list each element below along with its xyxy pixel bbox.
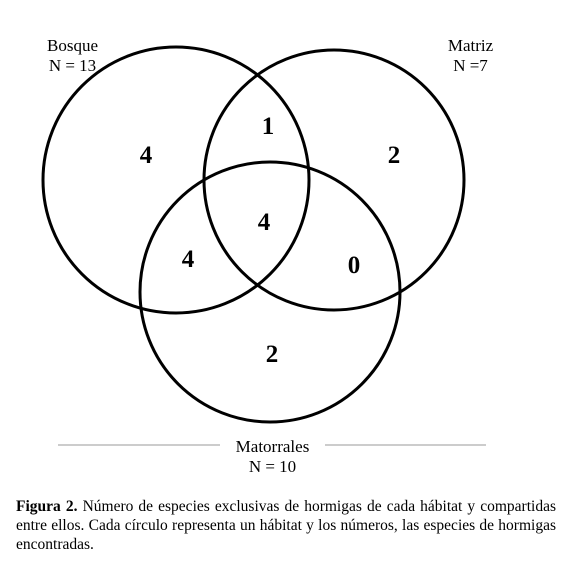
set-n-matorrales: N = 10: [248, 457, 297, 476]
set-n-matriz: N =7: [453, 56, 488, 75]
count-all-three: 4: [258, 209, 271, 236]
label-bosque: Bosque N = 13: [30, 36, 115, 76]
caption-prefix: Figura 2.: [16, 498, 78, 515]
set-n-bosque: N = 13: [48, 56, 97, 75]
count-matorrales-only: 2: [266, 341, 279, 368]
venn-diagram: 4 1 2 4 4 0 2: [41, 45, 486, 446]
count-bosque-matorrales: 4: [182, 246, 195, 273]
figure-caption: Figura 2. Número de especies exclusivas …: [16, 497, 556, 554]
set-name-matorrales: Matorrales: [235, 437, 310, 456]
count-matriz-only: 2: [388, 142, 401, 169]
circle-matorrales: [138, 160, 402, 424]
count-matriz-matorrales: 0: [348, 252, 361, 279]
count-bosque-only: 4: [140, 142, 153, 169]
label-matriz: Matriz N =7: [428, 36, 513, 76]
circle-bosque: [41, 45, 311, 315]
caption-text: Número de especies exclusivas de hormiga…: [16, 498, 556, 553]
label-matorrales: Matorrales N = 10: [220, 437, 325, 477]
set-name-bosque: Bosque: [47, 36, 98, 55]
count-bosque-matriz: 1: [262, 113, 275, 140]
set-name-matriz: Matriz: [447, 36, 494, 55]
